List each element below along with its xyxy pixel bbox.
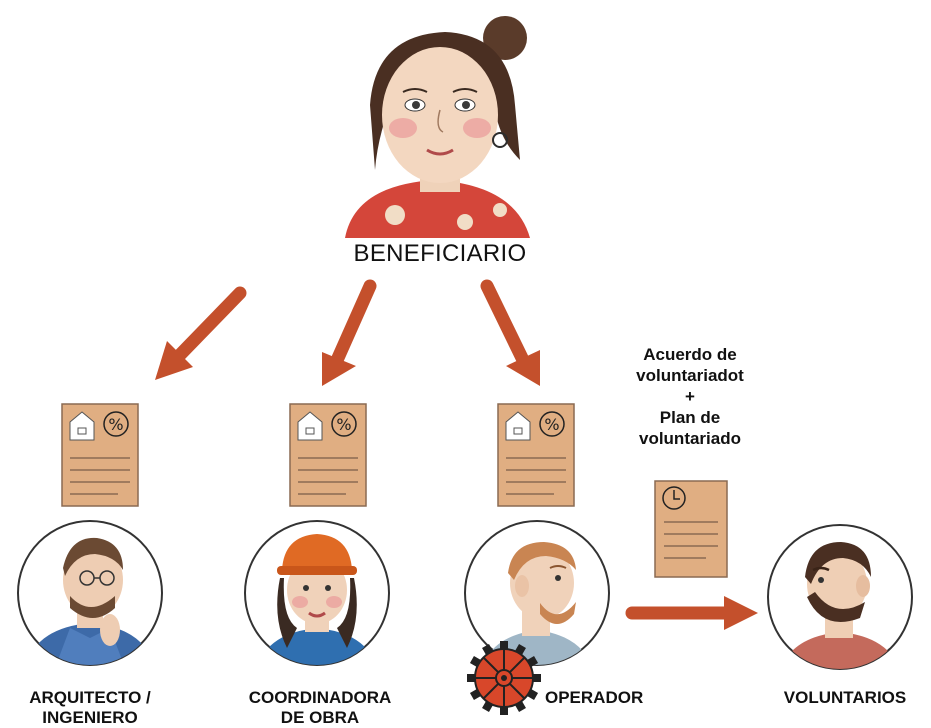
- agreement-line: voluntariado: [638, 429, 741, 448]
- svg-text:%: %: [108, 415, 123, 434]
- clock-document-icon: [652, 478, 730, 580]
- arrow-to-operator-icon: [462, 278, 582, 398]
- contract-document-icon: %: [58, 400, 142, 510]
- svg-text:%: %: [544, 415, 559, 434]
- coordinator-label-line: DE OBRA: [280, 708, 360, 727]
- coordinator-label-line: COORDINADORA: [248, 688, 392, 707]
- beneficiary-portrait: [315, 10, 555, 238]
- svg-text:%: %: [336, 415, 351, 434]
- beneficiary-label: BENEFICIARIO: [353, 240, 527, 267]
- agreement-text: Acuerdo de voluntariadot + Plan de volun…: [600, 344, 780, 449]
- agreement-line: +: [685, 387, 695, 406]
- agreement-line: Acuerdo de: [643, 345, 737, 364]
- contract-document-icon: %: [286, 400, 370, 510]
- contract-document-icon: %: [494, 400, 578, 510]
- architect-avatar: [15, 518, 165, 668]
- arrow-to-volunteers-icon: [625, 588, 763, 638]
- volunteers-label: VOLUNTARIOS: [783, 688, 907, 707]
- coordinator-label: COORDINADORA DE OBRA: [225, 688, 415, 728]
- arrow-to-coordinator-icon: [300, 278, 420, 398]
- arrow-to-architect-icon: [145, 285, 265, 405]
- volunteer-avatar: [765, 522, 915, 672]
- architect-label-line: ARQUITECTO /: [29, 688, 151, 707]
- architect-label: ARQUITECTO / INGENIERO: [0, 688, 180, 728]
- operator-label: OPERADOR: [545, 688, 644, 707]
- agreement-line: Plan de: [659, 408, 721, 427]
- gear-icon: [466, 640, 542, 716]
- coordinator-avatar: [242, 518, 392, 668]
- architect-label-line: INGENIERO: [42, 708, 138, 727]
- agreement-line: voluntariadot: [636, 366, 744, 385]
